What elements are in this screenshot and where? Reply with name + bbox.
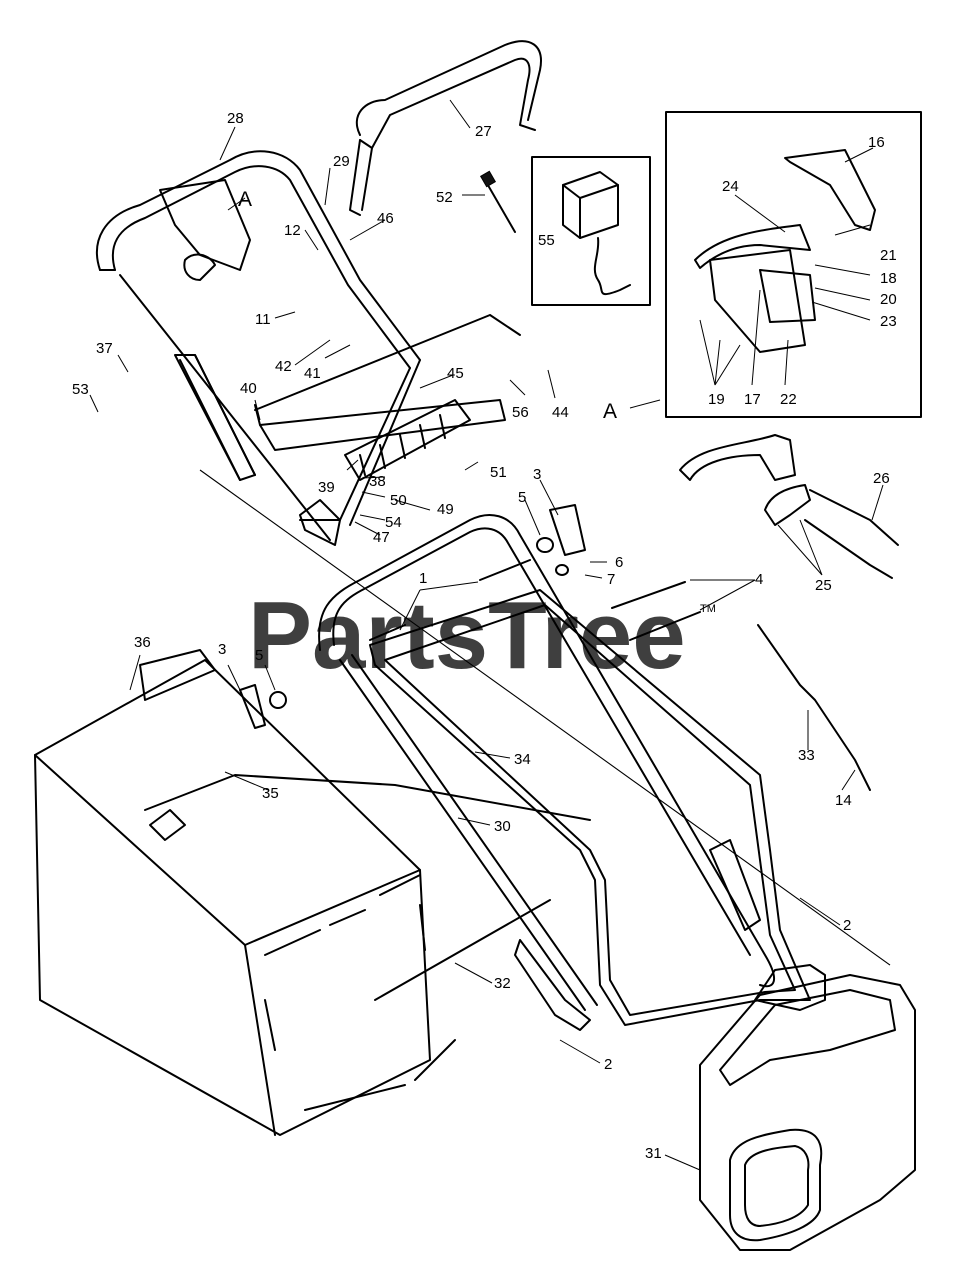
callout-18: 18	[880, 270, 897, 287]
callout-38: 38	[369, 473, 386, 490]
bolt-52	[479, 170, 516, 233]
bail-assembly	[679, 434, 899, 791]
callout-16: 16	[868, 134, 885, 151]
callout-30: 30	[494, 818, 511, 835]
callout-54: 54	[385, 514, 402, 531]
callout-50: 50	[390, 492, 407, 509]
callout-31: 31	[645, 1145, 662, 1162]
callout-25: 25	[815, 577, 832, 594]
callout-labels: 1 2 2 3 3 4 5 5 6 7 11 12 14 16 17 18 19…	[72, 110, 897, 1162]
callout-33: 33	[798, 747, 815, 764]
callout-29: 29	[333, 153, 350, 170]
callout-39: 39	[318, 479, 335, 496]
callout-55: 55	[538, 232, 555, 249]
callout-47: 47	[373, 529, 390, 546]
callout-4: 4	[755, 571, 763, 588]
callout-28: 28	[227, 110, 244, 127]
detail-letter-a-box: A	[603, 400, 617, 423]
callout-3-left: 3	[218, 641, 226, 658]
callout-42: 42	[275, 358, 292, 375]
bracket-3-right	[536, 504, 586, 576]
callout-2-right: 2	[843, 917, 851, 934]
callout-21: 21	[880, 247, 897, 264]
rear-chute-31	[699, 964, 916, 1251]
watermark: PartsTree	[248, 582, 686, 689]
callout-41: 41	[304, 365, 321, 382]
callout-17: 17	[744, 391, 761, 408]
callout-20: 20	[880, 291, 897, 308]
callout-2-bottom: 2	[604, 1056, 612, 1073]
callout-45: 45	[447, 365, 464, 382]
callout-5-right: 5	[518, 489, 526, 506]
bracket-3-left	[239, 684, 287, 729]
watermark-trademark: TM	[700, 603, 716, 615]
callout-46: 46	[377, 210, 394, 227]
callout-51: 51	[490, 464, 507, 481]
callout-53: 53	[72, 381, 89, 398]
callout-19: 19	[708, 391, 725, 408]
callout-6: 6	[615, 554, 623, 571]
callout-5-left: 5	[255, 647, 263, 664]
callout-11: 11	[255, 311, 271, 328]
bolt-1	[369, 559, 531, 641]
callout-26: 26	[873, 470, 890, 487]
callout-12: 12	[284, 222, 301, 239]
callout-27: 27	[475, 123, 492, 140]
callout-3-right: 3	[533, 466, 541, 483]
leader-lines	[89, 99, 884, 1171]
callout-52: 52	[436, 189, 453, 206]
charger-box-55	[531, 156, 651, 306]
callout-35: 35	[262, 785, 279, 802]
callout-24: 24	[722, 178, 739, 195]
grass-bag-36	[34, 649, 591, 1136]
top-handle-27	[349, 40, 542, 216]
callout-36: 36	[134, 634, 151, 651]
callout-32: 32	[494, 975, 511, 992]
detail-box-a	[665, 111, 922, 418]
detail-letter-a-handle: A	[238, 188, 252, 211]
callout-37: 37	[96, 340, 113, 357]
callout-44: 44	[552, 404, 569, 421]
callout-14: 14	[835, 792, 852, 809]
control-box-40	[254, 314, 521, 546]
bolts-4	[611, 581, 701, 641]
callout-40: 40	[240, 380, 257, 397]
callout-23: 23	[880, 313, 897, 330]
callout-56: 56	[512, 404, 529, 421]
callout-34: 34	[514, 751, 531, 768]
callout-1: 1	[419, 570, 427, 587]
callout-22: 22	[780, 391, 797, 408]
callout-49: 49	[437, 501, 454, 518]
callout-7: 7	[607, 571, 615, 588]
